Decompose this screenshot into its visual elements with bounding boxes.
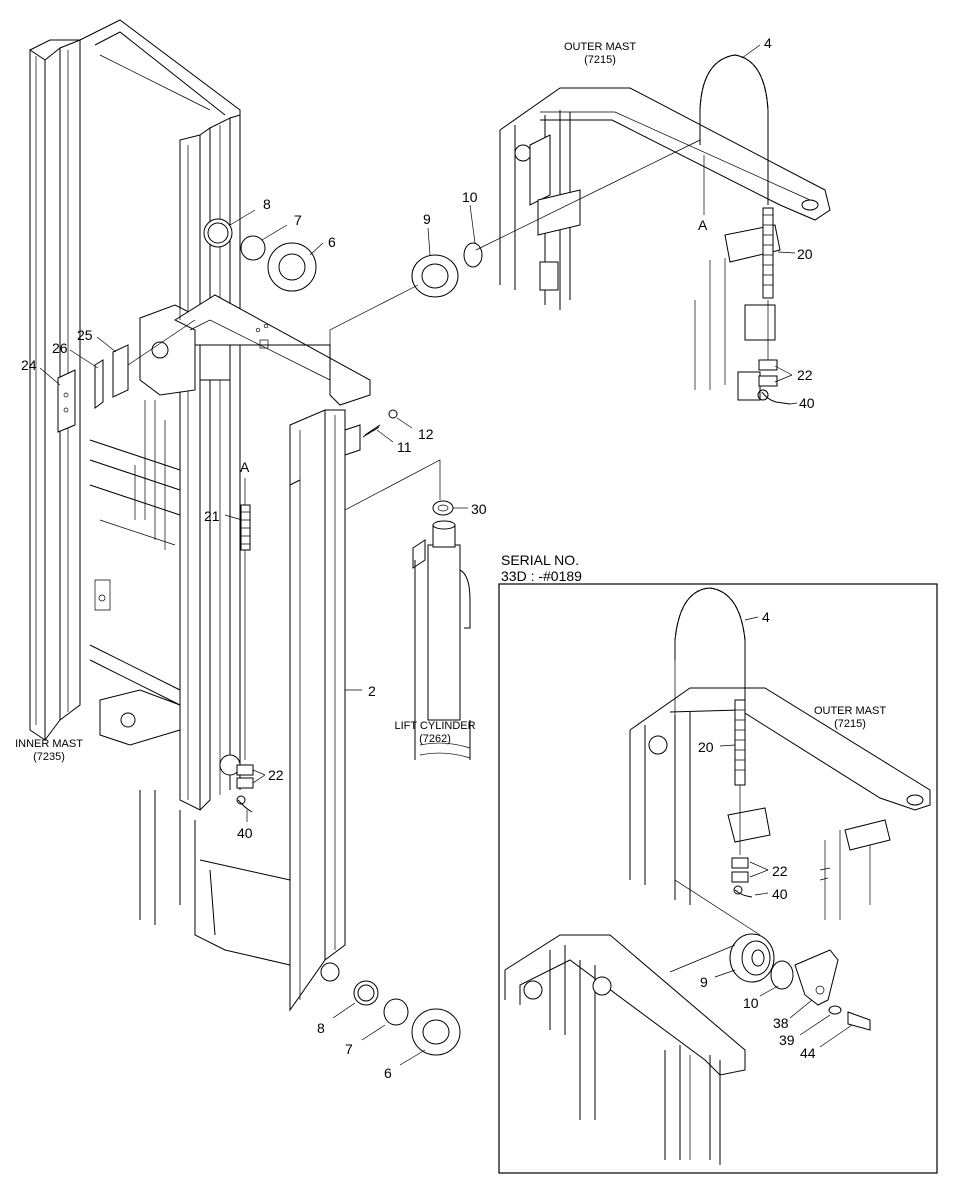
callout-24: 24 — [21, 357, 37, 373]
callout-9-inset: 9 — [700, 974, 708, 990]
callout-6-bottom: 6 — [384, 1065, 392, 1081]
callout-40-left: 40 — [237, 825, 253, 841]
callout-7-bottom: 7 — [345, 1041, 353, 1057]
inner-mast-frame — [29, 19, 291, 966]
callout-10-top: 10 — [462, 189, 478, 205]
callout-7-top: 7 — [294, 212, 302, 228]
inset-lower-crosshead — [504, 934, 746, 1165]
inset-chain — [674, 587, 753, 898]
plates-24-25-26 — [57, 344, 129, 433]
bottom-bearings — [353, 980, 461, 1056]
lift-cylinder-number: (7262) — [419, 733, 451, 745]
outer-mast-top-label: OUTER MAST — [564, 41, 636, 53]
inset-sheave-and-bracket — [729, 933, 871, 1031]
chain-top — [699, 54, 769, 205]
callout-26: 26 — [52, 340, 68, 356]
callout-22-inset: 22 — [772, 863, 788, 879]
callout-30: 30 — [471, 501, 487, 517]
callout-22-top: 22 — [797, 367, 813, 383]
inset-outer-mast — [629, 687, 931, 920]
callout-4-top: 4 — [764, 35, 772, 51]
callout-2: 2 — [368, 683, 376, 699]
callout-21: 21 — [204, 508, 220, 524]
channel-part-2 — [289, 409, 361, 1012]
crosshead — [173, 294, 371, 406]
callout-20-inset: 20 — [698, 739, 714, 755]
leader-lines — [39, 44, 853, 1066]
callout-8-bottom: 8 — [317, 1020, 325, 1036]
callout-40-top: 40 — [799, 395, 815, 411]
inner-mast-number: (7235) — [33, 751, 65, 763]
callout-a-left: A — [240, 459, 250, 475]
inset-title: SERIAL NO. — [501, 552, 579, 568]
callout-25: 25 — [77, 327, 93, 343]
anchor-bolt-left — [236, 478, 254, 813]
callout-12: 12 — [418, 426, 434, 442]
callout-39: 39 — [779, 1032, 795, 1048]
callout-44: 44 — [800, 1045, 816, 1061]
callout-8-top: 8 — [263, 196, 271, 212]
callout-40-inset: 40 — [772, 886, 788, 902]
lift-cylinder — [412, 520, 471, 760]
outer-mast-inset-label: OUTER MAST — [814, 705, 886, 717]
outer-mast-inset-number: (7215) — [834, 718, 866, 730]
callout-a-top: A — [698, 217, 708, 233]
lift-cylinder-label: LIFT CYLINDER — [394, 720, 475, 732]
callout-11: 11 — [397, 439, 412, 455]
inner-mast-label: INNER MAST — [15, 738, 83, 750]
callout-6-top: 6 — [328, 234, 336, 250]
outer-mast-top-number: (7215) — [584, 54, 616, 66]
callout-38: 38 — [773, 1015, 789, 1031]
inset-box — [498, 583, 938, 1174]
bolt-11-nut-12 — [362, 409, 454, 516]
callout-10-inset: 10 — [743, 995, 759, 1011]
inset-subtitle: 33D : -#0189 — [501, 568, 582, 584]
callout-22-left: 22 — [268, 767, 284, 783]
callout-4-inset: 4 — [762, 609, 770, 625]
outer-mast-top — [499, 87, 831, 401]
callout-20-top: 20 — [797, 246, 813, 262]
anchor-bolt-top — [757, 207, 791, 405]
top-bearings — [203, 218, 483, 298]
callout-9-top: 9 — [423, 211, 431, 227]
